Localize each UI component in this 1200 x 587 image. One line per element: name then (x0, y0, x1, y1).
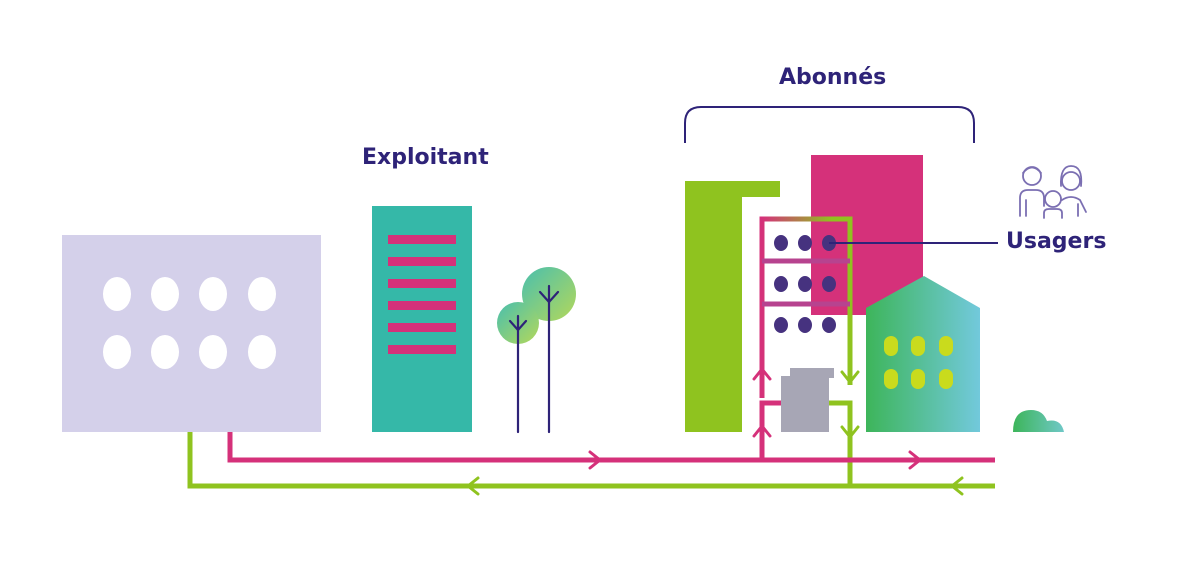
operator-label: Exploitant (362, 145, 489, 170)
heating-plant-icon (62, 235, 321, 432)
users-label: Usagers (1006, 229, 1107, 254)
subscribers-label: Abonnés (779, 65, 887, 90)
subscribers-bracket (684, 106, 975, 143)
tree-icon (497, 267, 576, 434)
building-circuit (759, 216, 853, 398)
house-icon (866, 276, 980, 432)
office-tower-icon (372, 206, 472, 432)
plant-windows (103, 277, 276, 369)
tower-stripes (388, 235, 456, 354)
apartment-building (685, 181, 780, 432)
heat-exchanger-icon (781, 368, 834, 432)
apartment-windows (774, 235, 836, 333)
flow-arrow-icon (466, 367, 964, 496)
return-pipe (187, 432, 1150, 489)
bush-icon (1013, 410, 1064, 432)
supply-pipe (227, 432, 1150, 463)
family-icon (1019, 165, 1087, 219)
